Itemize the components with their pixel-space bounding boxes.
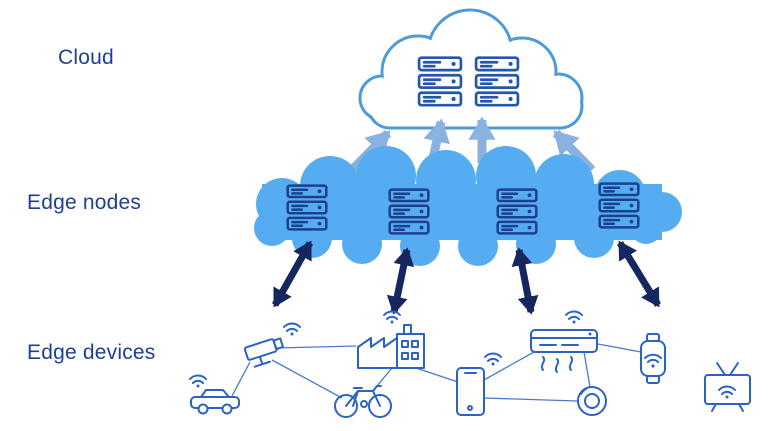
wearable-device-icon <box>640 333 666 384</box>
security-camera-icon <box>243 322 301 368</box>
smart-factory-icon <box>357 310 425 369</box>
smart-tv-icon <box>704 362 751 412</box>
edge-nodes-cloud-shape <box>254 146 682 266</box>
device-network-lines <box>231 343 642 402</box>
device-link-arrow <box>386 247 415 315</box>
air-conditioner-icon <box>530 310 598 373</box>
cloud-layer-label: Cloud <box>58 46 114 69</box>
device-link-arrow <box>511 247 539 315</box>
smartphone-icon <box>456 352 502 416</box>
smart-ring-icon <box>577 386 607 416</box>
device-link-arrow <box>617 240 661 308</box>
edge-nodes-layer-label: Edge nodes <box>27 191 142 214</box>
device-link-arrows <box>271 240 661 315</box>
bicycle-icon <box>334 385 392 418</box>
device-link-arrow <box>271 240 314 308</box>
cloud-outline-shape <box>358 8 584 130</box>
edge-devices-layer-label: Edge devices <box>27 341 156 364</box>
connected-car-icon <box>189 374 240 415</box>
